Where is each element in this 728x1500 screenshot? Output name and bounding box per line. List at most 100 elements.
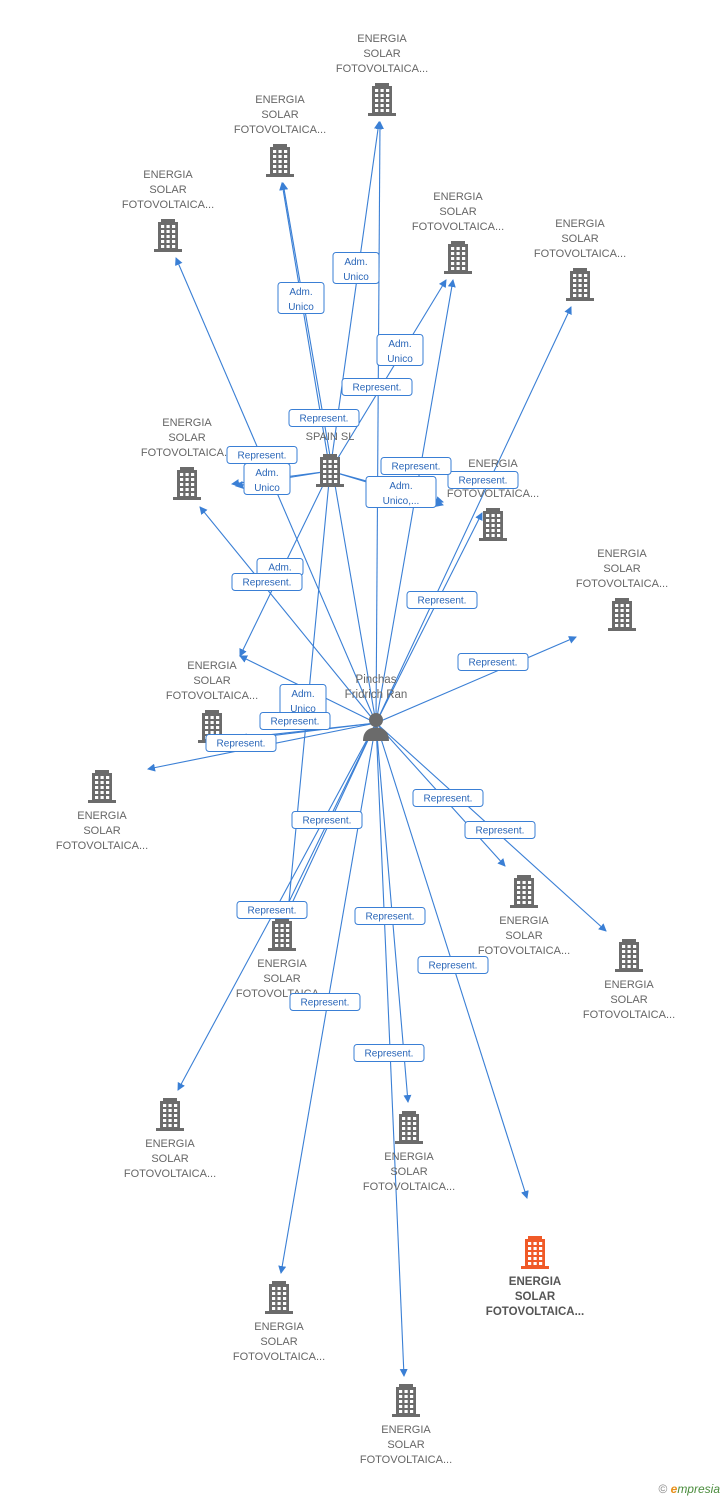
edge-label-16[interactable]: Represent. [205,734,277,752]
company-node-n15[interactable]: ENERGIASOLARFOTOVOLTAICA... [363,1111,455,1193]
company-label-line-3: FOTOVOLTAICA... [583,1009,675,1021]
company-node-n12[interactable]: ENERGIASOLARFOTOVOLTAICA... [583,939,675,1021]
company-label-line-1: ENERGIA [468,458,518,470]
building-icon[interactable] [368,83,396,116]
company-node-n3[interactable]: ENERGIASOLARFOTOVOLTAICA... [122,169,214,252]
company-node-n2[interactable]: ENERGIASOLARFOTOVOLTAICA... [234,94,326,177]
footer-brand: © empresia [658,1482,720,1496]
company-label-line-2: SOLAR [260,1336,297,1348]
edge-label-text: Represent. [459,476,508,487]
company-label-line-2: SOLAR [505,930,542,942]
nodes-layer: ENERGIASOLARFOTOVOLTAICA...ENERGIASOLARF… [56,33,675,1466]
edge-label-19[interactable]: Represent. [464,821,536,839]
company-node-n11[interactable]: ENERGIASOLARFOTOVOLTAICA... [478,875,570,957]
edge-label-20[interactable]: Represent. [236,901,308,919]
company-node-n10[interactable]: ENERGIASOLARFOTOVOLTAICA... [56,770,148,852]
building-icon[interactable] [173,467,201,500]
edge-label-2[interactable]: Adm.Unico [376,334,424,366]
company-label-line-1: ENERGIA [145,1138,195,1150]
edge-label-text: Adm. [344,257,367,268]
company-node-n13[interactable]: ENERGIASOLARFOTOVOLTAICA... [236,918,328,1000]
building-icon[interactable] [392,1384,420,1417]
edge-label-22[interactable]: Represent. [417,956,489,974]
edge-label-text: Adm. [289,287,312,298]
edge-label-text: Represent. [469,658,518,669]
building-icon[interactable] [268,918,296,951]
edge-label-text: Represent. [392,462,441,473]
edge-label-14[interactable]: Adm. Unico [279,684,327,716]
edge-label-10[interactable]: Adm. [256,558,304,576]
building-icon[interactable] [444,241,472,274]
edge-label-21[interactable]: Represent. [354,907,426,925]
company-node-n7[interactable]: ENERGIASOLARFOTOVOLTAICA... [447,458,539,541]
brand-name[interactable]: mpresia [677,1482,720,1496]
building-icon[interactable] [266,144,294,177]
edge-label-text: Represent. [476,826,525,837]
company-label-line-3: FOTOVOLTAICA... [166,690,258,702]
company-node-n19[interactable]: ENERGIASOLARFOTOVOLTAICA... [486,1236,584,1318]
edge-label-11[interactable]: Represent. [231,573,303,591]
building-icon[interactable] [156,1098,184,1131]
company-label-line-1: ENERGIA [381,1424,431,1436]
company-node-n17[interactable]: ENERGIASOLARFOTOVOLTAICA... [360,1384,452,1466]
building-icon[interactable] [521,1236,549,1269]
brand-initial[interactable]: e [670,1482,678,1496]
company-label-line-3: FOTOVOLTAICA... [576,578,668,590]
edge-label-18[interactable]: Represent. [412,789,484,807]
building-icon[interactable] [479,508,507,541]
edge-label-23[interactable]: Represent. [289,993,361,1011]
edge-label-text: Represent. [303,816,352,827]
edge-label-8[interactable]: Adm.Unico,... [365,476,437,508]
edge-label-3[interactable]: Represent. [288,409,360,427]
company-label-line-3: FOTOVOLTAICA... [360,1454,452,1466]
company-node-n8[interactable]: ENERGIASOLARFOTOVOLTAICA... [576,548,668,631]
company-label-line-2: SOLAR [603,563,640,575]
company-node-n5[interactable]: ENERGIASOLARFOTOVOLTAICA... [534,218,626,301]
edge-label-24[interactable]: Represent. [353,1044,425,1062]
company-node-n9[interactable]: ENERGIASOLARFOTOVOLTAICA... [166,660,258,743]
company-label-line-3: FOTOVOLTAICA... [233,1351,325,1363]
building-icon[interactable] [615,939,643,972]
edge-label-text: Represent. [429,961,478,972]
building-icon[interactable] [510,875,538,908]
company-label-line-1: ENERGIA [162,417,212,429]
edge-label-4[interactable]: Represent. [226,446,298,464]
company-label-line-2: SOLAR [149,184,186,196]
edge-label-12[interactable]: Represent. [406,591,478,609]
company-node-n14[interactable]: ENERGIASOLARFOTOVOLTAICA... [124,1098,216,1180]
building-icon[interactable] [395,1111,423,1144]
edge-label-text: Adm. [255,468,278,479]
edge-label-6[interactable]: Adm.Unico [243,463,291,495]
edge-label-text: Represent. [300,414,349,425]
building-icon[interactable] [566,268,594,301]
edge-label-9[interactable]: Represent. [447,471,519,489]
building-icon[interactable] [316,454,344,487]
edge-label-15[interactable]: Represent. [259,712,331,730]
edge-label-7[interactable]: Represent. [380,457,452,475]
company-node-n4[interactable]: ENERGIASOLARFOTOVOLTAICA... [412,191,504,274]
building-icon[interactable] [154,219,182,252]
edge-label-5[interactable]: Represent. [341,378,413,396]
company-node-n6[interactable]: ENERGIASOLARFOTOVOLTAICA... [141,417,233,500]
edge-label-0[interactable]: Adm.Unico [332,252,380,284]
company-label-line-3: FOTOVOLTAICA... [478,945,570,957]
edge-person-n5 [375,306,572,724]
company-node-n16[interactable]: ENERGIASOLARFOTOVOLTAICA... [233,1281,325,1363]
company-label-line-2: SOLAR [439,206,476,218]
company-node-n1[interactable]: ENERGIASOLARFOTOVOLTAICA... [336,33,428,116]
edge-label-13[interactable]: Represent. [457,653,529,671]
building-icon[interactable] [88,770,116,803]
building-icon[interactable] [265,1281,293,1314]
building-icon[interactable] [608,598,636,631]
company-label-line-1: ENERGIA [143,169,193,181]
edge-label-1[interactable]: Adm.Unico [277,282,325,314]
edge-label-text: Adm. [291,689,314,700]
company-label-line-3: FOTOVOLTAICA... [363,1181,455,1193]
company-label-line-2: SOLAR [610,994,647,1006]
company-label-line-1: ENERGIA [384,1151,434,1163]
edge-label-text: Unico [290,704,316,715]
edge-person-n1 [375,121,384,724]
edge-label-text: Adm. [388,339,411,350]
edge-label-17[interactable]: Represent. [291,811,363,829]
